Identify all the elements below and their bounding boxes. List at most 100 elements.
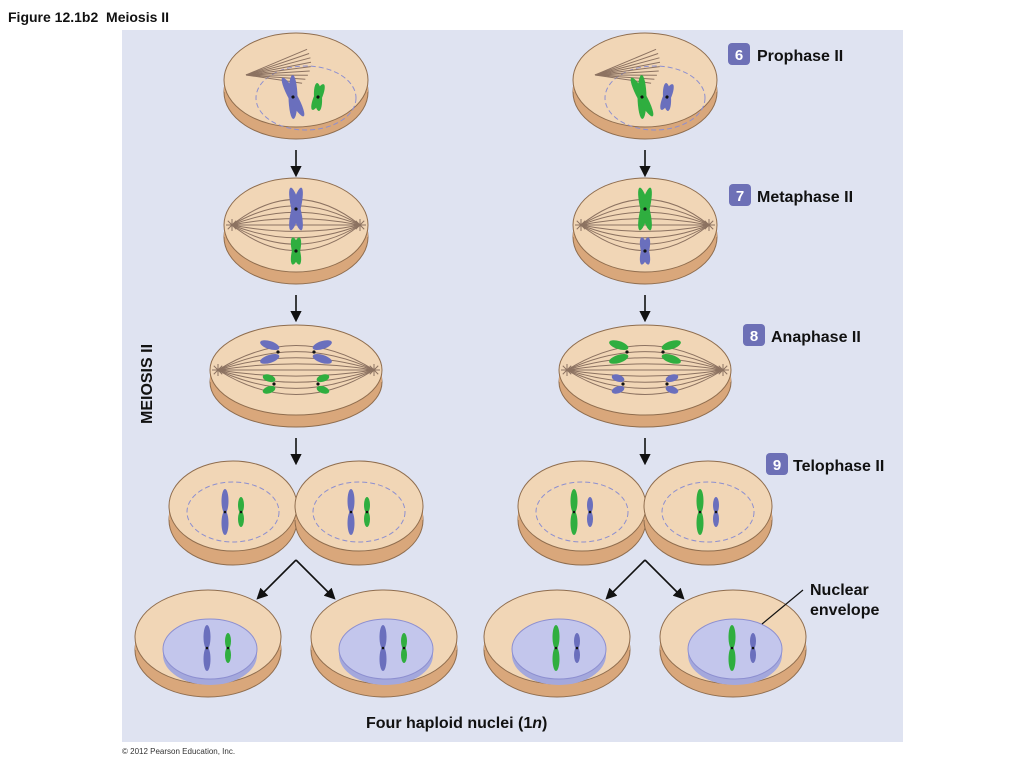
daughter-chromatid-large-right-1 — [728, 625, 736, 671]
metaphase-spindle-right-fiber — [580, 224, 710, 239]
metaphase-spindle-right-pole-left — [575, 219, 587, 231]
metaphase-spindle-left-aster-ray — [231, 220, 237, 226]
daughter-chromatid-large-right-0-bottom — [552, 647, 560, 671]
anaphase-chromatid-large-right-left-arm-a — [312, 340, 332, 351]
metaphase-spindle-left-fiber — [231, 224, 361, 232]
prophase-chromosome-small-left-centromere — [316, 95, 320, 99]
prophase-cell-right — [572, 32, 718, 140]
telophase-chromatid-large-left-0 — [221, 489, 229, 535]
anaphase-spindle-left-aster-ray — [373, 365, 379, 371]
stage-6-name: Prophase II — [757, 48, 843, 65]
stage-9-name: Telophase II — [793, 458, 884, 475]
anaphase-chromatid-large-right-right-arm-a — [661, 340, 681, 351]
telophase-chromatid-small-left-0-centromere — [239, 510, 243, 514]
prophase-chromosome-large-right — [630, 75, 654, 119]
metaphase-spindle-right-aster-ray — [576, 224, 582, 230]
anaphase-spindle-right-aster-ray — [722, 365, 728, 371]
telophase-chromatid-large-right-0-centromere — [572, 510, 576, 514]
anaphase-spindle-right-fiber — [566, 357, 724, 371]
daughter-chromatid-small-left-1-centromere — [402, 646, 406, 650]
metaphase-spindle-left-aster-ray — [355, 220, 361, 226]
metaphase-spindle-left-pole-left — [226, 219, 238, 231]
anaphase-chromatid-large-right-right-arm-b — [661, 353, 681, 364]
anaphase-spindle-left-aster-ray — [217, 365, 223, 371]
telophase-cell-left — [168, 460, 424, 566]
anaphase-spindle-right-aster-ray — [562, 365, 568, 371]
telophase-chromatid-small-right-1 — [713, 497, 719, 527]
arrow-split-right-right — [644, 559, 685, 600]
telophase-chromatid-large-left-1-top — [347, 489, 355, 513]
metaphase-spindle-left-aster-ray — [227, 224, 233, 230]
anaphase-chromatid-large-right-right — [661, 340, 681, 364]
daughter-chromatid-large-right-0 — [552, 625, 560, 671]
prophase-spindle-fiber-right — [594, 53, 659, 76]
anaphase-spindle-right-pole-left — [561, 364, 573, 376]
anaphase-chromatid-small-left-right-arm-a — [611, 385, 625, 394]
telophase-chromatid-small-left-1-centromere — [365, 510, 369, 514]
daughter-chromatid-large-right-0-top — [552, 625, 560, 649]
prophase-spindle-fiber-right — [594, 61, 661, 76]
nuclear-label-line1: Nuclear — [810, 582, 869, 599]
telophase-chromatid-small-left-0-bottom — [238, 511, 244, 527]
daughter-cell-left-1 — [310, 589, 458, 698]
anaphase-spindle-right-fiber — [566, 369, 724, 377]
anaphase-cell-right — [558, 324, 732, 428]
prophase-chromosome-large-left — [281, 75, 305, 119]
daughter-chromatid-small-right-0-centromere — [575, 646, 579, 650]
metaphase-spindle-right-aster-ray — [708, 224, 714, 230]
caption-prefix: Four haploid nuclei (1 — [366, 715, 532, 732]
prophase-cell-left-body-top — [223, 32, 369, 128]
anaphase-spindle-left-aster-ray — [369, 369, 375, 375]
anaphase-chromatid-small-left-left-centromere — [272, 382, 276, 386]
anaphase-spindle-right-aster-ray — [722, 369, 728, 375]
anaphase-chromatid-small-left-left — [262, 374, 276, 394]
stage-8-label: 8 Anaphase II — [743, 324, 861, 346]
prophase-spindle-fiber-left — [245, 61, 312, 76]
anaphase-spindle-left — [217, 345, 375, 395]
prophase-spindle-fiber-left — [245, 53, 310, 76]
anaphase-spindle-left-fiber — [217, 369, 375, 377]
daughter-chromatid-large-right-1-bottom — [728, 647, 736, 671]
daughter-chromatid-small-right-0 — [574, 633, 580, 663]
anaphase-spindle-right-aster-ray — [566, 365, 572, 371]
anaphase-chromatid-large-left-right — [609, 340, 629, 364]
caption: Four haploid nuclei (1n) — [366, 715, 547, 732]
metaphase-spindle-left-fiber — [231, 224, 361, 239]
prophase-spindle-fiber-left — [245, 48, 308, 76]
arrow-split-left-left — [256, 559, 297, 600]
telophase-chromatid-large-left-1-centromere — [349, 510, 353, 514]
daughter-nucleus-right-0 — [511, 618, 607, 680]
telophase-chromatid-large-left-0-bottom — [221, 511, 229, 535]
telophase-chromatid-large-right-1 — [696, 489, 704, 535]
anaphase-chromatid-large-left-left-arm-a — [260, 353, 280, 364]
metaphase-spindle-right-aster-ray — [580, 224, 586, 230]
anaphase-spindle-left-fiber — [217, 351, 375, 371]
daughter-cell-right-1 — [659, 589, 807, 698]
telophase-chromatid-large-left-1 — [347, 489, 355, 535]
metaphase-chromosome-small-left — [290, 237, 302, 265]
anaphase-chromatid-small-right-left — [316, 374, 330, 394]
daughter-chromatid-small-left-1 — [401, 633, 407, 663]
daughter-chromatid-small-left-0-centromere — [226, 646, 230, 650]
daughter-chromatid-small-left-0-top — [225, 633, 231, 649]
anaphase-chromatid-small-right-right-arm-b — [665, 385, 679, 394]
telophase-chromatid-small-left-1-top — [364, 497, 370, 513]
telophase-chromatid-large-left-1-bottom — [347, 511, 355, 535]
anaphase-spindle-right-fiber — [566, 351, 724, 371]
anaphase-spindle-left-fiber — [217, 357, 375, 371]
daughter-cell-right-0 — [483, 589, 631, 698]
figure-title: Figure 12.1b2 Meiosis II — [8, 9, 170, 25]
anaphase-chromatid-small-left-right-arm-b — [611, 374, 625, 383]
prophase-spindle-fiber-left — [245, 70, 310, 76]
metaphase-spindle-right-pole-right — [703, 219, 715, 231]
stage-9-badge — [766, 453, 788, 475]
telophase-chromatid-small-right-0-centromere — [588, 510, 592, 514]
prophase-spindle-fiber-left — [245, 57, 311, 76]
telophase-chromatid-small-left-0-top — [238, 497, 244, 513]
anaphase-spindle-left-fiber — [217, 363, 375, 371]
anaphase-chromatid-large-right-left-arm-b — [312, 353, 332, 364]
anaphase-spindle-left-fiber — [217, 369, 375, 389]
telophase-chromatid-small-right-1-centromere — [714, 510, 718, 514]
prophase-spindle-fiber-right — [594, 48, 657, 76]
